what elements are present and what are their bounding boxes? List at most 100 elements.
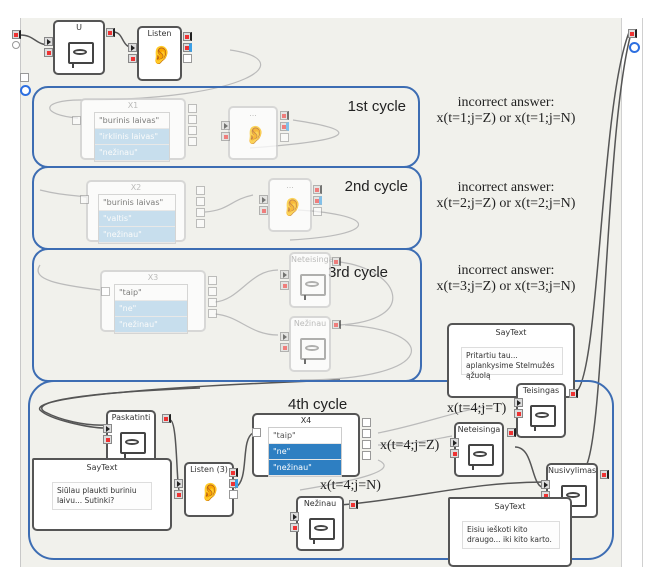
u-input-play-port[interactable] <box>44 37 53 46</box>
x3-output-port[interactable] <box>208 309 217 318</box>
listen2-output-port[interactable] <box>313 207 322 216</box>
box-x2[interactable]: X2 "burinis laivas" "valtis" "nežinau" <box>86 180 186 244</box>
x2-options-list[interactable]: "burinis laivas" "valtis" "nežinau" <box>98 194 176 244</box>
x1-output-port[interactable] <box>188 115 197 124</box>
nezinau4-output-port[interactable] <box>349 500 358 509</box>
box-x4[interactable]: X4 "taip" "ne" "nežinau" <box>252 413 360 477</box>
x3-options-list[interactable]: "taip" "ne" "nežinau" <box>114 284 188 334</box>
saytext-body[interactable]: Eisiu ieškoti kito draugo... iki kito ka… <box>462 521 560 549</box>
option-item[interactable]: "nežinau" <box>99 227 175 243</box>
listen2-output-port[interactable] <box>313 196 322 205</box>
neteisinga3-input-stop-port[interactable] <box>280 281 289 290</box>
saytext-body[interactable]: Siūlau plaukti buriniu laivu... Sutinki? <box>52 482 152 510</box>
grid-tool-icon[interactable] <box>20 73 29 82</box>
paskatinti-input-stop-port[interactable] <box>103 435 112 444</box>
nezinau4-input-stop-port[interactable] <box>290 523 299 532</box>
listen2-input-play-port[interactable] <box>259 195 268 204</box>
option-item[interactable]: "valtis" <box>99 211 175 227</box>
start-output-port[interactable] <box>12 30 21 39</box>
paskatinti-input-play-port[interactable] <box>103 424 112 433</box>
listen2-input-stop-port[interactable] <box>259 206 268 215</box>
x3-output-port[interactable] <box>208 276 217 285</box>
listen3-output-port-3[interactable] <box>229 490 238 499</box>
listen1-output-port[interactable] <box>280 133 289 142</box>
listen3-input-play-port[interactable] <box>174 479 183 488</box>
x4-output-port[interactable] <box>362 418 371 427</box>
listen3-input-stop-port[interactable] <box>174 490 183 499</box>
saytext-body[interactable]: Pritartiu tau... aplankysime Stelmužės ą… <box>461 347 563 380</box>
x4-output-port[interactable] <box>362 429 371 438</box>
teisingas-output-port[interactable] <box>569 389 578 398</box>
listen-input-play-port[interactable] <box>128 43 137 52</box>
neteisinga4-output-port[interactable] <box>507 428 516 437</box>
box-x1[interactable]: X1 "burinis laivas" "irklinis laivas" "n… <box>80 98 186 162</box>
x2-input-port[interactable] <box>80 195 89 204</box>
box-neteisinga-cycle3[interactable]: Neteisinga <box>289 252 334 308</box>
box-nezinau-cycle3[interactable]: Nežinau <box>289 316 331 372</box>
x3-output-port[interactable] <box>208 287 217 296</box>
saytext-teisingas[interactable]: SayText Pritartiu tau... aplankysime Ste… <box>447 323 575 398</box>
listen-output-port-1[interactable] <box>183 32 192 41</box>
box-nezinau-cycle4[interactable]: Nežinau <box>296 496 344 551</box>
option-item[interactable]: "nežinau" <box>269 460 341 476</box>
neteisinga3-input-play-port[interactable] <box>280 270 289 279</box>
option-item[interactable]: "ne" <box>115 301 187 317</box>
x2-output-port[interactable] <box>196 219 205 228</box>
listen1-input-stop-port[interactable] <box>221 132 230 141</box>
x1-output-port[interactable] <box>188 104 197 113</box>
add-input-circle-icon[interactable] <box>20 85 31 96</box>
option-item[interactable]: "nežinau" <box>95 145 169 161</box>
box-x3[interactable]: X3 "taip" "ne" "nežinau" <box>100 270 206 334</box>
listen-output-port-3[interactable] <box>183 54 192 63</box>
x3-output-port[interactable] <box>208 298 217 307</box>
box-teisingas[interactable]: Teisingas <box>516 383 566 438</box>
u-output-port[interactable] <box>106 28 115 37</box>
saytext-nusivylimas[interactable]: SayText Eisiu ieškoti kito draugo... iki… <box>448 497 572 567</box>
x1-output-port[interactable] <box>188 126 197 135</box>
option-item[interactable]: "nežinau" <box>115 317 187 333</box>
add-output-circle-icon[interactable] <box>629 42 640 53</box>
paskatinti-output-port[interactable] <box>162 414 171 423</box>
box-u[interactable]: U <box>53 20 105 75</box>
box-listen-cycle1[interactable]: ... 👂 <box>228 106 278 160</box>
option-item[interactable]: "taip" <box>269 428 341 444</box>
end-output-port[interactable] <box>628 29 637 38</box>
box-paskatinti[interactable]: Paskatinti <box>106 410 156 465</box>
teisingas-input-play-port[interactable] <box>514 398 523 407</box>
box-nusivylimas[interactable]: Nusivylimas <box>546 463 598 518</box>
option-item[interactable]: "burinis laivas" <box>99 195 175 211</box>
listen1-input-play-port[interactable] <box>221 121 230 130</box>
x4-output-port[interactable] <box>362 451 371 460</box>
listen2-output-port[interactable] <box>313 185 322 194</box>
listen1-output-port[interactable] <box>280 111 289 120</box>
box-listen[interactable]: Listen 👂 <box>137 26 182 81</box>
x1-output-port[interactable] <box>188 137 197 146</box>
x1-options-list[interactable]: "burinis laivas" "irklinis laivas" "neži… <box>94 112 170 162</box>
neteisinga4-input-stop-port[interactable] <box>450 449 459 458</box>
nusivylimas-output-port[interactable] <box>600 470 609 479</box>
nusivylimas-input-play-port[interactable] <box>541 480 550 489</box>
option-item[interactable]: "ne" <box>269 444 341 460</box>
box-listen-3[interactable]: Listen (3) 👂 <box>184 462 234 517</box>
x1-input-port[interactable] <box>72 116 81 125</box>
x2-output-port[interactable] <box>196 197 205 206</box>
nezinau3-input-play-port[interactable] <box>280 332 289 341</box>
option-item[interactable]: "irklinis laivas" <box>95 129 169 145</box>
saytext-paskatinti[interactable]: SayText Siūlau plaukti buriniu laivu... … <box>32 458 172 531</box>
nezinau4-input-play-port[interactable] <box>290 512 299 521</box>
x4-output-port[interactable] <box>362 440 371 449</box>
listen-output-port-2[interactable] <box>183 43 192 52</box>
listen3-output-port-1[interactable] <box>229 468 238 477</box>
u-input-stop-port[interactable] <box>44 48 53 57</box>
x2-output-port[interactable] <box>196 186 205 195</box>
nezinau3-input-stop-port[interactable] <box>280 343 289 352</box>
option-item[interactable]: "taip" <box>115 285 187 301</box>
listen1-output-port[interactable] <box>280 122 289 131</box>
x3-input-port[interactable] <box>101 287 110 296</box>
x4-input-port[interactable] <box>252 428 261 437</box>
listen3-output-port-2[interactable] <box>229 479 238 488</box>
start-blank-port[interactable] <box>12 41 20 49</box>
neteisinga3-output-port[interactable] <box>332 257 341 266</box>
listen-input-stop-port[interactable] <box>128 54 137 63</box>
x4-options-list[interactable]: "taip" "ne" "nežinau" <box>268 427 342 477</box>
